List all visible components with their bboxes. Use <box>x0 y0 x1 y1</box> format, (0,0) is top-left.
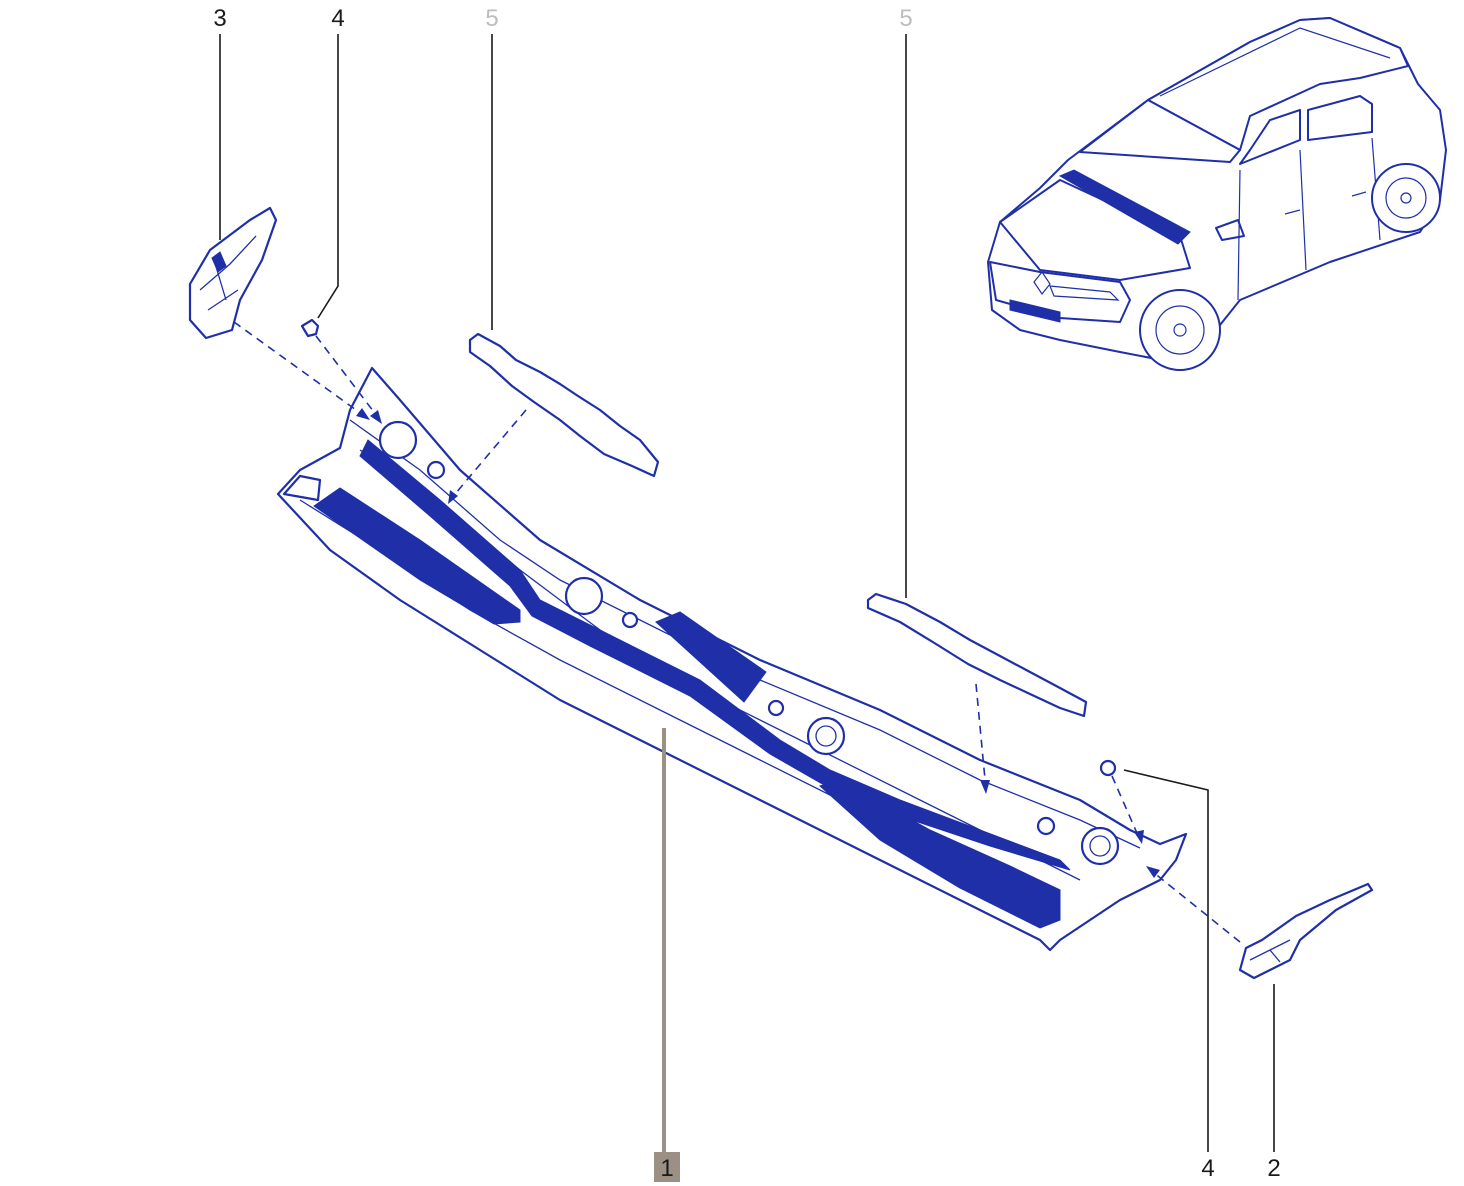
callout-part-1: 1 <box>660 1155 673 1182</box>
callout-part-1-box <box>654 1152 680 1182</box>
clip-right-part-4 <box>1099 759 1117 777</box>
scuttle-panel-part-1 <box>276 366 1188 952</box>
car-location-icon <box>987 17 1447 371</box>
callout-leaders <box>219 34 1275 1152</box>
left-end-trim-part-3 <box>188 206 278 340</box>
seal-strip-left-part-5 <box>468 332 660 478</box>
callout-part-5-left: 5 <box>485 5 498 32</box>
callout-part-5-right: 5 <box>899 5 912 32</box>
leader-part-4-right <box>1123 769 1209 1152</box>
assembly-lines <box>233 321 1241 943</box>
clip-left-part-4 <box>300 318 320 338</box>
callout-part-3: 3 <box>213 5 226 32</box>
callout-part-4-left: 4 <box>331 5 344 32</box>
seal-strip-right-part-5 <box>866 592 1088 718</box>
callout-labels: 3 4 5 5 1 4 2 <box>213 5 1281 1182</box>
leader-part-4-left <box>317 34 339 319</box>
callout-part-2: 2 <box>1267 1155 1280 1182</box>
callout-part-4-right: 4 <box>1201 1155 1214 1182</box>
right-end-trim-part-2 <box>1238 882 1374 980</box>
